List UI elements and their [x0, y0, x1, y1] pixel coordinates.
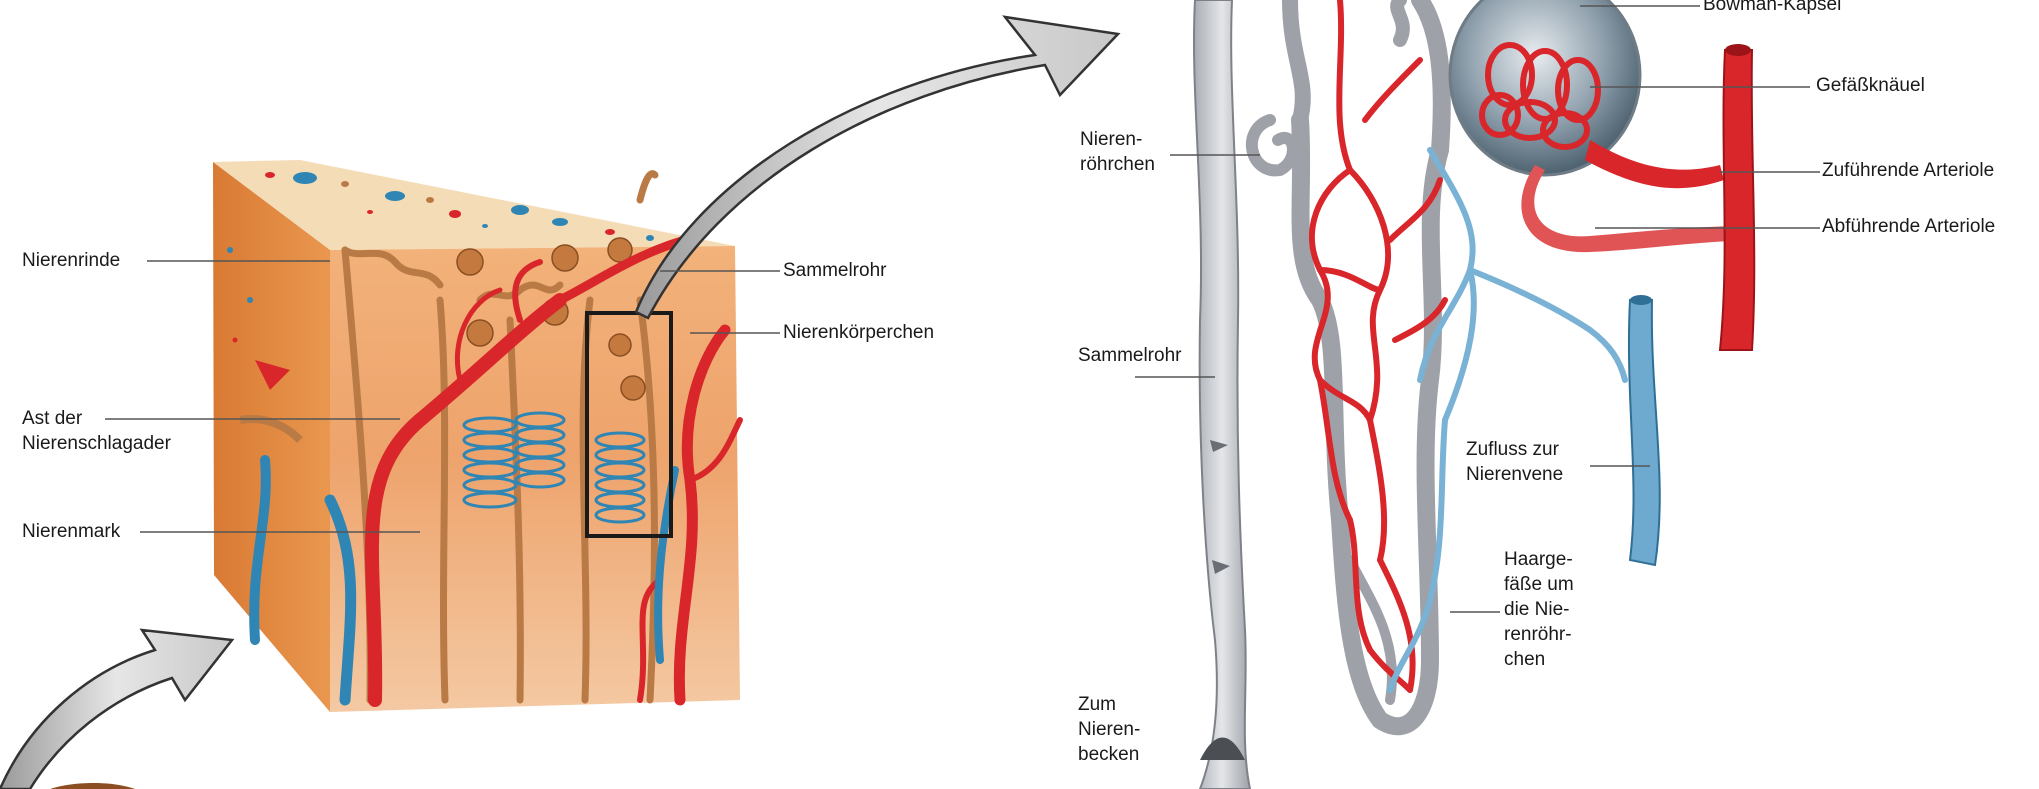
block-side-face	[213, 162, 330, 712]
label-gefaessknaeuel: Gefäßknäuel	[1816, 73, 1925, 98]
label-abfuehrende-arteriole: Abführende Arteriole	[1822, 214, 1995, 239]
label-sammelrohr-left: Sammelrohr	[783, 258, 886, 283]
label-bowman-kapsel: Bowman-Kapsel	[1703, 0, 1841, 17]
collecting-duct	[1194, 0, 1250, 789]
kidney-edge	[50, 783, 135, 789]
label-zufuehrende-arteriole: Zuführende Arteriole	[1822, 158, 1994, 183]
label-nierenrinde: Nierenrinde	[22, 248, 120, 273]
label-nierenmark: Nierenmark	[22, 519, 120, 544]
label-ast-der-nierenschlagader: Ast der Nierenschlagader	[22, 406, 171, 456]
label-nierenroehrchen: Nieren- röhrchen	[1080, 127, 1155, 177]
label-nierenkoerperchen: Nierenkörperchen	[783, 320, 934, 345]
tissue-block	[213, 160, 740, 712]
interlobular-artery	[1720, 50, 1754, 350]
label-haargefaesse: Haarge- fäße um die Nie- renröhr- chen	[1504, 547, 1574, 672]
label-sammelrohr-right: Sammelrohr	[1078, 343, 1181, 368]
tubule-loops	[1252, 0, 1442, 726]
label-zum-nierenbecken: Zum Nieren- becken	[1078, 692, 1140, 767]
zoom-arrow-small	[0, 630, 232, 789]
label-zufluss-zur-nierenvene: Zufluss zur Nierenvene	[1466, 437, 1563, 487]
renal-vein-tributary	[1629, 300, 1660, 565]
nephron-detail	[1194, 0, 1754, 789]
